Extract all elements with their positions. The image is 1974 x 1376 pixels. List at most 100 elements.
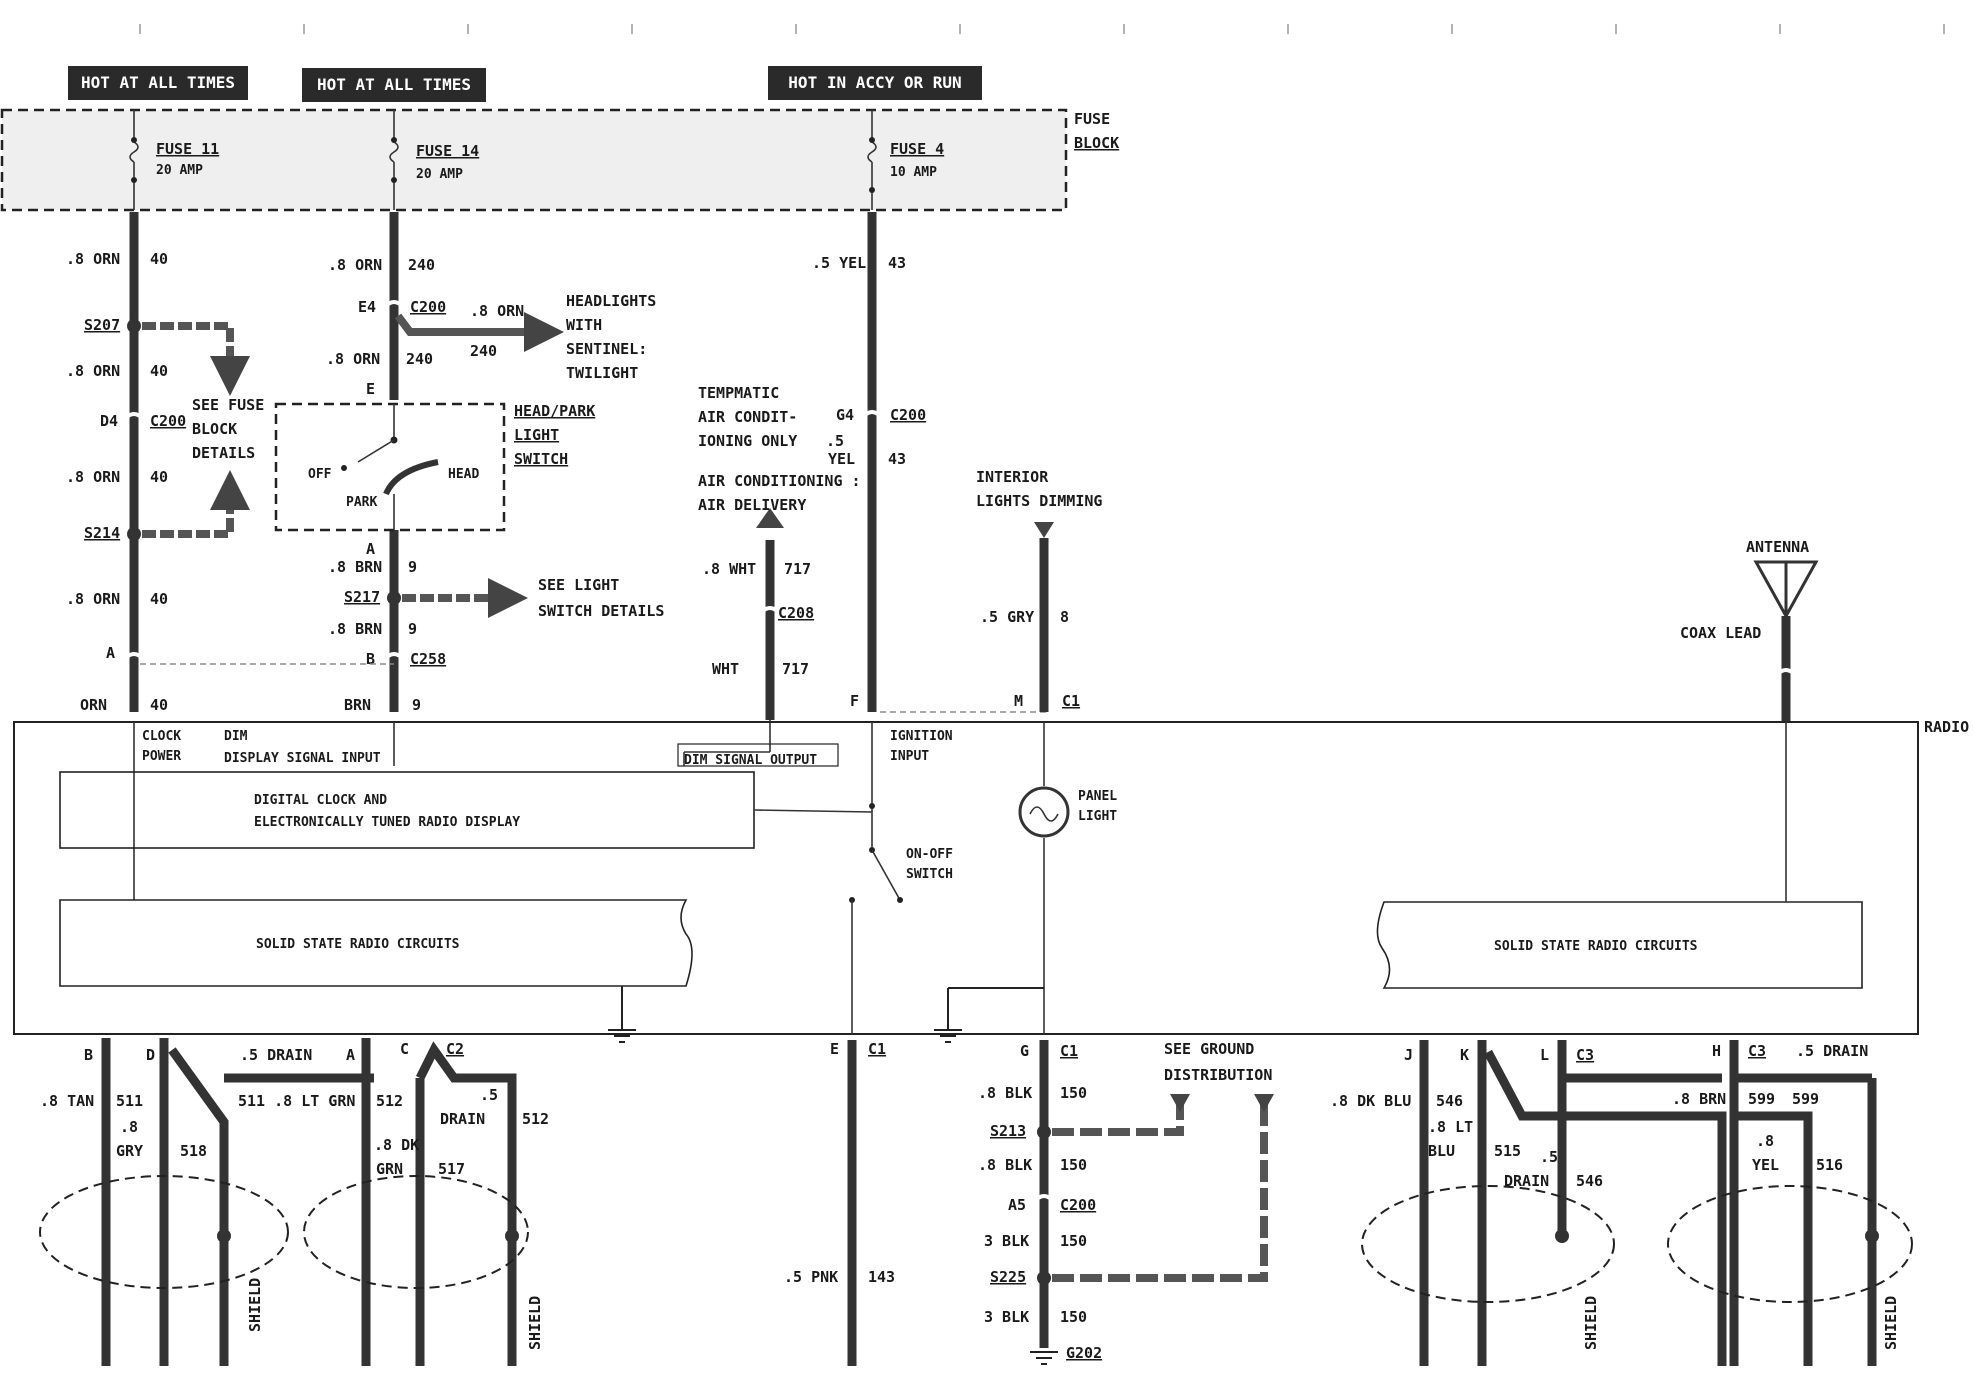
wire-dk-grn-1: .8 DK xyxy=(374,1136,419,1154)
conn-c3-h: C3 xyxy=(1748,1042,1766,1060)
col1-wire-3: .8 ORN xyxy=(66,468,120,486)
coax-lead: COAX LEAD xyxy=(1680,624,1761,642)
dim-c1: C1 xyxy=(1062,692,1080,710)
wire-blk-1: .8 BLK xyxy=(978,1084,1032,1102)
fuse-block-label-2: BLOCK xyxy=(1074,134,1119,152)
col2-wire-5: BRN xyxy=(344,696,371,714)
panel-light-1: PANEL xyxy=(1078,789,1117,804)
circuit-546a: 546 xyxy=(1436,1092,1463,1110)
switch-park: PARK xyxy=(346,495,377,510)
pin-h: H xyxy=(1712,1042,1721,1060)
circuit-150c: 150 xyxy=(1060,1232,1087,1250)
shield-3: SHIELD xyxy=(1582,1296,1600,1350)
ssr-box-left xyxy=(59,899,693,987)
dim-circuit: 8 xyxy=(1060,608,1069,626)
col3-wire-2a: .5 xyxy=(826,432,844,450)
ac-circuit: TEMPMATIC AIR CONDIT- IONING ONLY AIR CO… xyxy=(683,384,861,766)
speaker-left: B D .5 DRAIN A C C2 .8 TAN 511 .8 GRY 51… xyxy=(39,1038,549,1366)
col1-wire-1: .8 ORN xyxy=(66,250,120,268)
power-header-1: HOT AT ALL TIMES xyxy=(68,66,248,100)
splice-s225: S225 xyxy=(990,1268,1026,1286)
wire-lt-blu-2: BLU xyxy=(1428,1142,1455,1160)
col3-f: F xyxy=(850,692,859,710)
circuit-512a: 512 xyxy=(376,1092,403,1110)
headlights-2: WITH xyxy=(566,316,602,334)
wire-gry-1: .8 xyxy=(120,1118,138,1136)
col1-d4: D4 xyxy=(100,412,118,430)
tempmatic-1: TEMPMATIC xyxy=(698,384,779,402)
radio-ignition-1: IGNITION xyxy=(890,729,953,744)
see-ground-1: SEE GROUND xyxy=(1164,1040,1254,1058)
circuit-515: 515 xyxy=(1494,1142,1521,1160)
col1-s214: S214 xyxy=(84,524,120,542)
see-light-1: SEE LIGHT xyxy=(538,576,619,594)
air-cond-1: AIR CONDITIONING : xyxy=(698,472,861,490)
circuit-512b: 512 xyxy=(522,1110,549,1128)
col3-wire-1: .5 YEL xyxy=(812,254,866,272)
display-box xyxy=(59,771,755,849)
col2-wire-1: .8 ORN xyxy=(328,256,382,274)
ac-circuit-2: 717 xyxy=(782,660,809,678)
col2-e4: E4 xyxy=(358,298,376,316)
col2-circuit-1: 240 xyxy=(408,256,435,274)
fuse-4-rating: 10 AMP xyxy=(890,165,937,180)
wire-gry-2: GRY xyxy=(116,1142,143,1160)
tempmatic-2: AIR CONDIT- xyxy=(698,408,797,426)
wire-tan: .8 TAN xyxy=(40,1092,94,1110)
col2-b: B xyxy=(366,650,375,668)
ac-wire-2: WHT xyxy=(712,660,739,678)
fuse-block-label-1: FUSE xyxy=(1074,110,1110,128)
col1-c200: C200 xyxy=(150,412,186,430)
circuit-517: 517 xyxy=(438,1160,465,1178)
wire-brn: .8 BRN xyxy=(1672,1090,1726,1108)
col2-a: A xyxy=(366,540,375,558)
col1-wire-2: .8 ORN xyxy=(66,362,120,380)
splice-s213: S213 xyxy=(990,1122,1026,1140)
wire-lt-blu-1: .8 LT xyxy=(1428,1118,1473,1136)
radio-dim: DIM xyxy=(224,729,248,744)
panel-light-bulb xyxy=(1018,786,1070,838)
splice-s207 xyxy=(127,319,141,333)
air-cond-2: AIR DELIVERY xyxy=(698,496,806,514)
fuse-11-rating: 20 AMP xyxy=(156,163,203,178)
see-fuse-2: BLOCK xyxy=(192,420,237,438)
ac-c208: C208 xyxy=(778,604,814,622)
dim-wire: .5 GRY xyxy=(980,608,1034,626)
dim-label-2: LIGHTS DIMMING xyxy=(976,492,1102,510)
antenna-label: ANTENNA xyxy=(1746,538,1809,556)
radio-unit: RADIO CLOCK POWER DIM DISPLAY SIGNAL INP… xyxy=(13,718,1969,1043)
conn-c1-g: C1 xyxy=(1060,1042,1078,1060)
pin-c: C xyxy=(400,1040,409,1058)
pin-b: B xyxy=(84,1046,93,1064)
wire-blk-3: 3 BLK xyxy=(984,1232,1029,1250)
switch-head: HEAD xyxy=(448,467,479,482)
power-header-2-text: HOT AT ALL TIMES xyxy=(317,75,471,94)
pin-k: K xyxy=(1460,1046,1469,1064)
circuit-143: 143 xyxy=(868,1268,895,1286)
radio-dsi: DISPLAY SIGNAL INPUT xyxy=(224,751,381,766)
see-fuse-3: DETAILS xyxy=(192,444,255,462)
col3-circuit-1: 43 xyxy=(888,254,906,272)
drain-4a: .5 xyxy=(1540,1148,1558,1166)
col1-circuit-4: 40 xyxy=(150,590,168,608)
splice-s214 xyxy=(127,527,141,541)
power-header-3: HOT IN ACCY OR RUN xyxy=(768,66,982,100)
wire-blk-2: .8 BLK xyxy=(978,1156,1032,1174)
top-ticks xyxy=(139,24,1945,34)
circuit-518: 518 xyxy=(180,1142,207,1160)
radio-clock: CLOCK xyxy=(142,729,181,744)
col3-wire-2b: YEL xyxy=(828,450,855,468)
ssr-text-left: SOLID STATE RADIO CIRCUITS xyxy=(256,937,460,952)
col1-a: A xyxy=(106,644,115,662)
wire-dk-grn-2: GRN xyxy=(376,1160,403,1178)
see-fuse-1: SEE FUSE xyxy=(192,396,264,414)
onoff-1: ON-OFF xyxy=(906,847,953,862)
display-text-2: ELECTRONICALLY TUNED RADIO DISPLAY xyxy=(254,815,520,830)
switch-off: OFF xyxy=(308,467,332,482)
col2-wire-4: .8 BRN xyxy=(328,620,382,638)
col1-circuit-1: 40 xyxy=(150,250,168,268)
onoff-2: SWITCH xyxy=(906,867,953,882)
col2-circuit-3: 9 xyxy=(408,558,417,576)
conn-c200-bottom: C200 xyxy=(1060,1196,1096,1214)
wire-blk-4: 3 BLK xyxy=(984,1308,1029,1326)
